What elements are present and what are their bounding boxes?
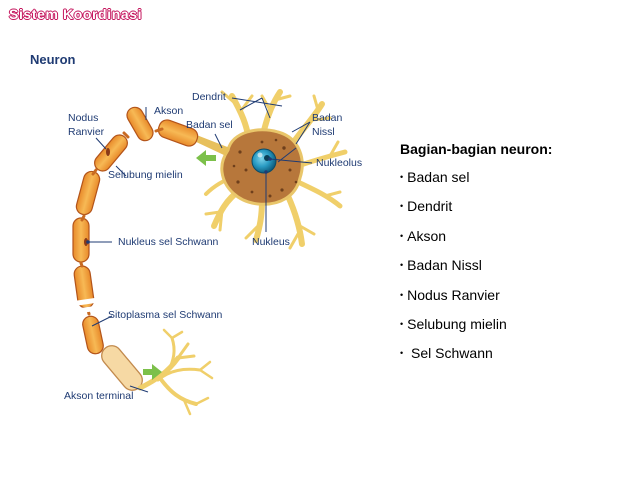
list-item-label: Badan Nissl: [407, 257, 482, 274]
nucleus: [251, 148, 277, 174]
bullet-icon: •: [400, 260, 404, 271]
list-item-label: Nodus Ranvier: [407, 286, 500, 303]
list-item-label: Sel Schwann: [407, 345, 493, 362]
bullet-icon: •: [400, 289, 404, 300]
list-item: •Akson: [400, 226, 507, 255]
label-badan-sel: Badan sel: [186, 119, 233, 131]
list-item: •Selubung mielin: [400, 314, 507, 343]
list-item: • Sel Schwann: [400, 343, 507, 372]
list-item: •Dendrit: [400, 196, 507, 225]
list-item-label: Selubung mielin: [407, 315, 507, 332]
label-nukleolus: Nukleolus: [316, 157, 362, 169]
bullet-icon: •: [400, 172, 404, 182]
label-nukleus-sel-schwann: Nukleus sel Schwann: [118, 236, 219, 248]
label-badan-nissl-1: Badan: [312, 112, 343, 124]
list-item-label: Akson: [407, 227, 447, 244]
slide-subtitle: Neuron: [30, 52, 76, 67]
label-sitoplasma-sel-schwann: Sitoplasma sel Schwann: [108, 309, 223, 321]
bullet-icon: •: [400, 318, 404, 329]
slide-title: Sistem Koordinasi: [8, 5, 143, 22]
label-nukleus: Nukleus: [252, 236, 290, 248]
list-item: •Badan sel: [400, 167, 507, 196]
nissl-bodies: [232, 138, 298, 198]
bullet-icon: •: [400, 348, 404, 359]
list-item-label: Badan sel: [407, 169, 470, 185]
signal-direction-arrows: [143, 150, 216, 380]
parts-list: •Badan sel •Dendrit •Akson •Badan Nissl …: [400, 167, 507, 373]
parts-heading: Bagian-bagian neuron:: [400, 141, 553, 157]
bullet-icon: •: [400, 201, 404, 212]
list-item: •Nodus Ranvier: [400, 285, 507, 314]
label-nodus-ranvier-2: Ranvier: [68, 126, 105, 138]
label-dendrit: Dendrit: [192, 91, 226, 103]
axon-terminals: [137, 328, 214, 416]
myelin-sheath: [72, 106, 199, 355]
label-akson: Akson: [154, 105, 183, 117]
label-badan-nissl-2: Nissl: [312, 126, 335, 138]
list-item: •Badan Nissl: [400, 255, 507, 284]
list-item-label: Dendrit: [407, 198, 453, 215]
label-selubung-mielin: Selubung mielin: [108, 169, 183, 181]
bullet-icon: •: [400, 230, 404, 241]
label-akson-terminal: Akson terminal: [64, 390, 133, 402]
label-nodus-ranvier-1: Nodus: [68, 112, 98, 124]
